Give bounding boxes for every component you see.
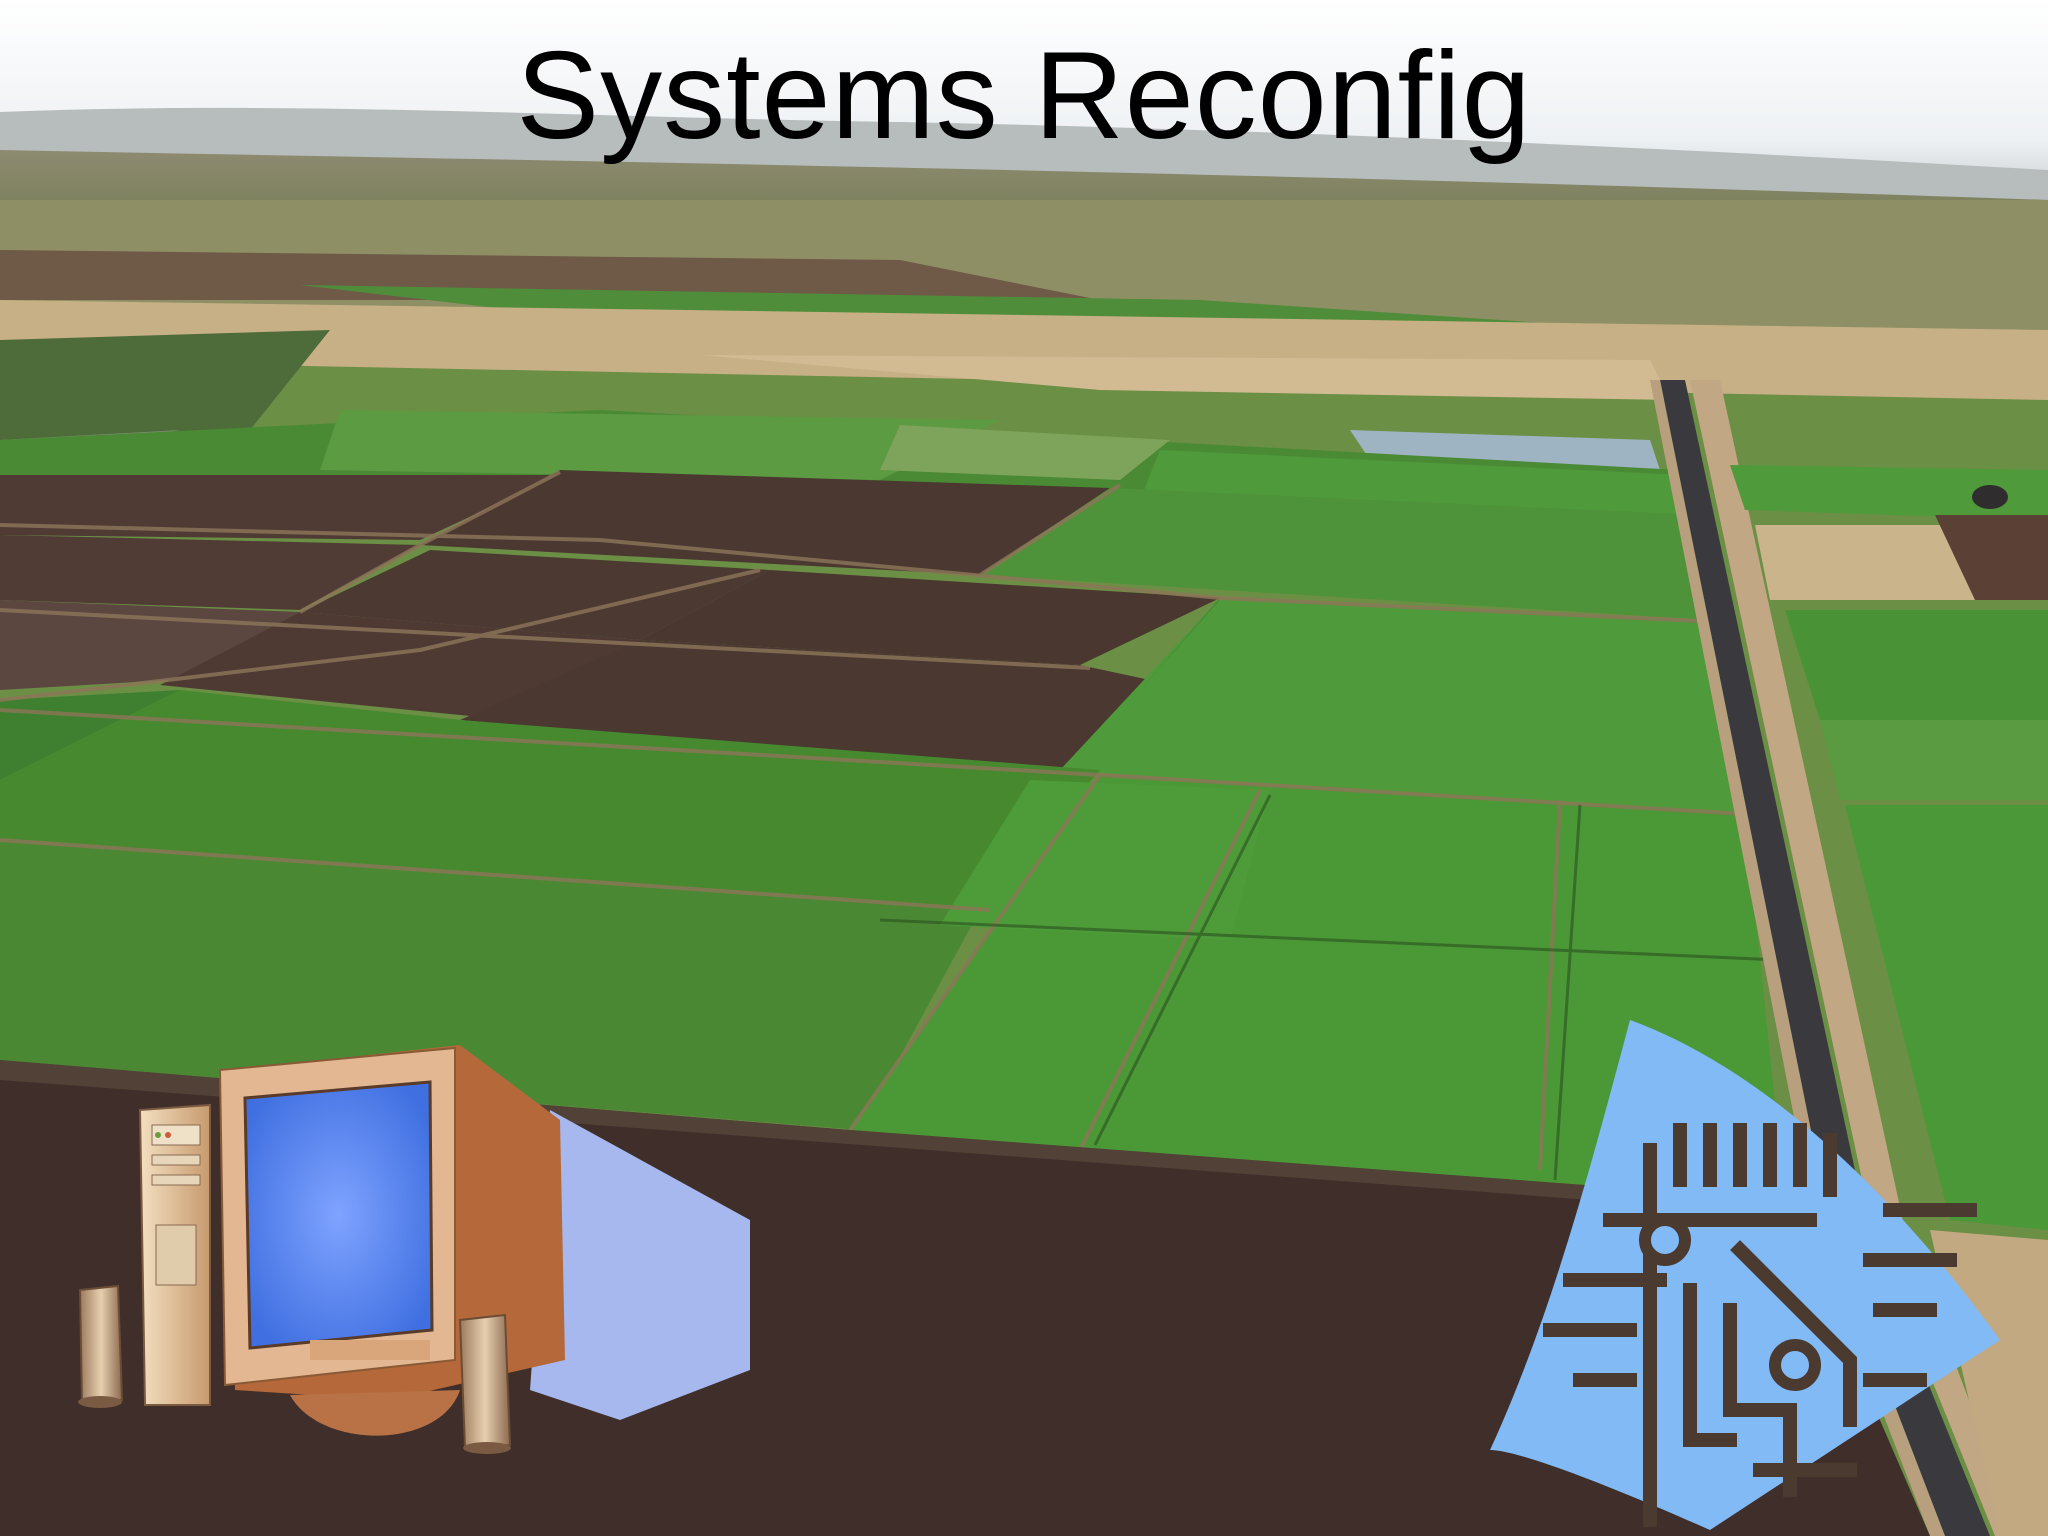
circuit-board-icon — [1490, 1020, 2000, 1530]
desktop-computer-icon — [78, 1045, 750, 1454]
slide-title: Systems Reconfig — [516, 27, 1532, 165]
